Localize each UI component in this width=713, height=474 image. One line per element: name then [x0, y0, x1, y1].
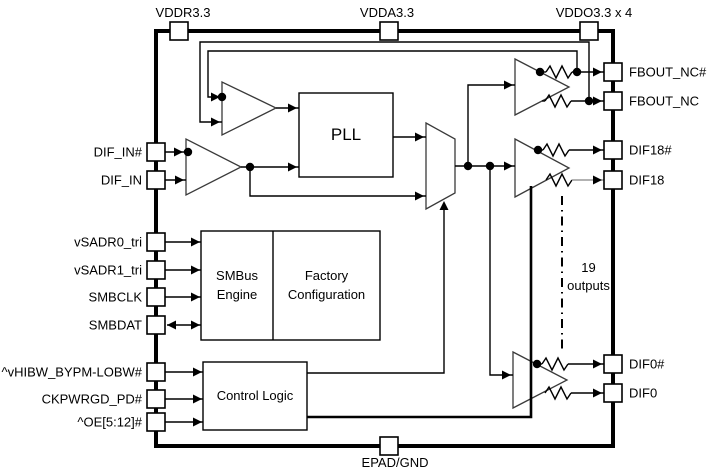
- block-label-control-logic: Control Logic: [216, 388, 294, 404]
- pin-fbout: [603, 91, 623, 111]
- pin-label-hibw: ^vHIBW_BYPM-LOBW#: [1, 364, 142, 380]
- pin-label-vsadr1: vSADR1_tri: [74, 262, 142, 278]
- pin-label-dif18-b: DIF18#: [629, 142, 672, 158]
- outputs-count-note: 19 outputs: [565, 259, 612, 294]
- outputs-count-word: outputs: [567, 277, 610, 293]
- block-label-factory-configuration: Factory Configuration: [287, 267, 366, 303]
- pll-block: [298, 92, 394, 178]
- clock-mux: [425, 121, 456, 211]
- pin-dif18-b: [603, 140, 623, 160]
- pin-label-vsadr0: vSADR0_tri: [74, 234, 142, 250]
- junction-dots: [183, 67, 594, 369]
- pin-vddo: [579, 21, 599, 41]
- pin-label-smbdat: SMBDAT: [88, 317, 142, 333]
- pin-vdda: [379, 21, 399, 41]
- pin-oe: [146, 412, 166, 432]
- output-enable-line: [307, 186, 533, 419]
- arrowheads: [167, 67, 602, 427]
- pin-label-dif-in: DIF_IN: [100, 172, 142, 188]
- power-pin-label-vddo: VDDO3.3 x 4: [555, 5, 633, 20]
- pin-hibw: [146, 362, 166, 382]
- dif18-output-buffer: [514, 137, 571, 199]
- pin-ckpwrgd: [146, 389, 166, 409]
- feedback-buffer: [221, 80, 278, 137]
- control-logic-block: [202, 361, 308, 431]
- pin-label-fbout-b: FBOUT_NC#: [629, 64, 707, 80]
- block-label-smbus-engine: SMBus Engine: [216, 267, 258, 303]
- pin-label-dif0: DIF0: [629, 385, 658, 401]
- pin-smbclk: [146, 287, 166, 307]
- input-buffer: [185, 137, 243, 197]
- pin-label-ckpwrgd: CKPWRGD_PD#: [41, 391, 142, 407]
- power-pin-label-vddr: VDDR3.3: [155, 5, 211, 20]
- pin-label-smbclk: SMBCLK: [88, 289, 142, 305]
- pin-label-oe: ^OE[5:12]#: [77, 414, 142, 430]
- pin-dif0-b: [603, 354, 623, 374]
- pin-label-dif-in-b: DIF_IN#: [93, 144, 142, 160]
- pin-dif-in: [146, 170, 166, 190]
- pin-label-dif0-b: DIF0#: [629, 356, 665, 372]
- pin-fbout-b: [603, 62, 623, 82]
- pin-smbdat: [146, 315, 166, 335]
- smbus-factory-block: [200, 230, 381, 341]
- pin-label-dif18: DIF18: [629, 172, 665, 188]
- pin-vsadr0: [146, 232, 166, 252]
- pin-dif18: [603, 170, 623, 190]
- power-pin-label-epad: EPAD/GND: [361, 455, 429, 470]
- pin-squares: [146, 21, 623, 456]
- pin-label-fbout: FBOUT_NC: [629, 93, 700, 109]
- block-label-pll: PLL: [330, 125, 362, 145]
- power-pin-label-vdda: VDDA3.3: [359, 5, 415, 20]
- outputs-count-value: 19: [581, 260, 596, 275]
- pin-dif-in-b: [146, 142, 166, 162]
- pin-vddr: [169, 21, 189, 41]
- pin-dif0: [603, 383, 623, 403]
- pin-vsadr1: [146, 260, 166, 280]
- pin-epad: [379, 436, 399, 456]
